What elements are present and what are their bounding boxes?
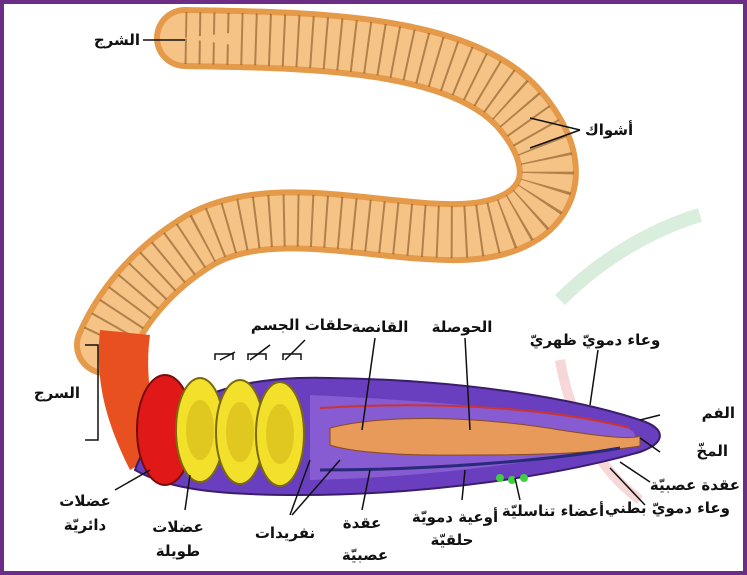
label-ganglion-1: عقدة [343, 514, 382, 532]
label-long-muscles-2: طويلة [156, 542, 200, 560]
label-setae: أشواك [585, 120, 633, 139]
label-body-rings: حلقات الجسم [251, 316, 353, 334]
label-ring-vessels-1: أوعية دمويّة [412, 507, 498, 526]
label-ring-vessels-2: حلقيّة [431, 531, 474, 549]
label-long-muscles-1: عضلات [152, 518, 204, 536]
label-brain: المخّ [696, 442, 728, 460]
label-circ-muscles-1: عضلات [59, 492, 111, 510]
label-circ-muscles-2: دائريّة [64, 516, 107, 534]
label-ventral-vessel: وعاء دمويّ بطني [605, 499, 730, 518]
label-mouth: الفم [702, 404, 735, 422]
reproductive-organ [520, 474, 528, 482]
worm-upper-body [105, 38, 548, 345]
label-clitellum: السرج [34, 384, 80, 402]
reproductive-organ [496, 474, 504, 482]
label-reproductive: أعضاء تناسليّة [502, 501, 604, 520]
label-gizzard: الحوصلة [432, 318, 493, 336]
label-dorsal-vessel: وعاء دمويّ ظهريّ [530, 331, 661, 350]
label-nephridia: نفريدات [255, 524, 315, 542]
label-tail: الشرج [94, 31, 140, 49]
label-nerve-ganglion-right: عقدة عصبيّة [650, 476, 740, 494]
label-crop: القانصة [352, 318, 409, 336]
label-ganglion-2: عصبيّة [342, 546, 388, 564]
